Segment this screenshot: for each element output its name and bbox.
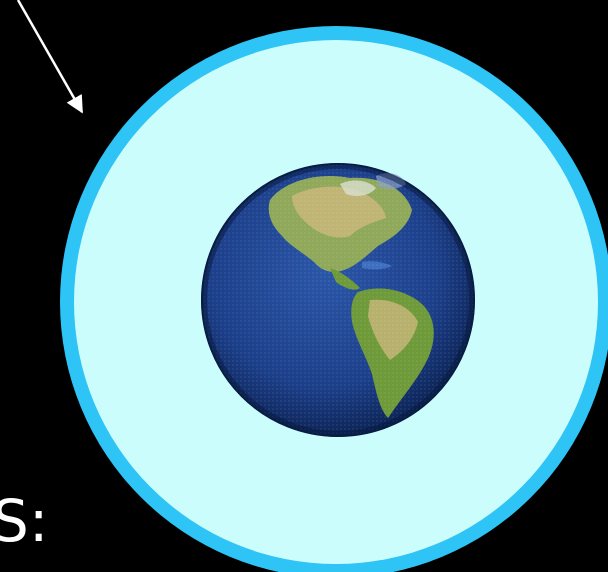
partial-label-text: S: (0, 492, 48, 550)
pointer-arrow-icon (18, 0, 82, 112)
earth-globe-icon (202, 164, 474, 436)
